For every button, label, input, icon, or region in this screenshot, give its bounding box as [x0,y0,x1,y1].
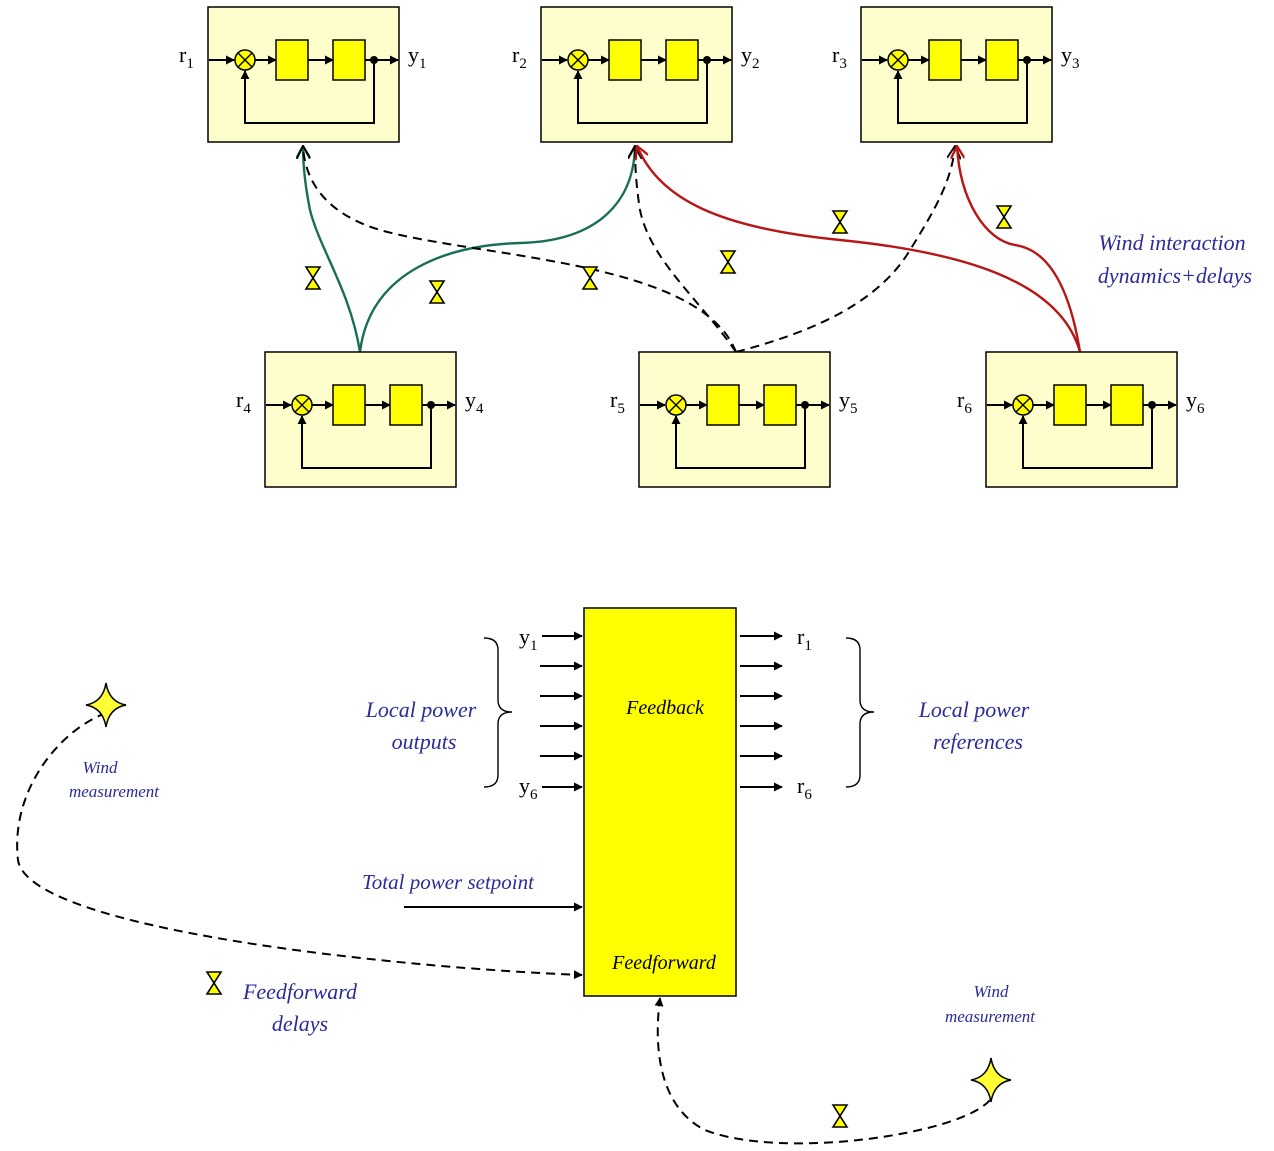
link-t4-to-t1 [303,146,362,353]
summing-cross [668,397,684,413]
controller-block [608,39,642,81]
controller-block [275,39,309,81]
plant-block [763,384,797,426]
delay-icon-5 [832,210,848,234]
link-t6-to-t3 [957,146,1082,353]
feedback-path [671,405,806,469]
right-wind-measurement-note-line1: Wind [974,982,1009,1001]
turbine-output-label: y1 [408,42,427,72]
summing-cross [237,52,253,68]
link-t5-to-t2 [635,146,737,353]
summing-cross [1015,397,1031,413]
feedback-label: Feedback [625,697,705,719]
feedback-path [573,60,708,124]
turbine-output-label: y6 [1186,387,1205,417]
turbine-output-label: y3 [1061,42,1080,72]
delay-icon-6 [996,205,1012,229]
summing-cross [294,397,310,413]
controller-block [332,384,366,426]
references-brace [845,637,875,788]
plant-block [332,39,366,81]
plant-block [1110,384,1144,426]
turbine-loop-2: r2 y2 [512,6,760,143]
delay-icon-1 [305,266,321,290]
wind-interaction-note-line2: dynamics+delays [1098,263,1252,288]
turbine-input-label: r4 [236,387,251,417]
turbine-input-label: r1 [179,42,194,72]
delay-icon-2 [429,280,445,304]
controller-input-bottom: y6 [519,773,538,803]
right-wind-measurement-path [654,997,991,1145]
turbine-output-label: y5 [839,387,858,417]
local-refs-note-line2: references [933,729,1023,754]
link-t4-to-t2 [358,146,635,353]
controller-block [928,39,962,81]
turbine-input-label: r6 [957,387,972,417]
controller-output-bottom: r6 [797,773,812,803]
summing-cross [570,52,586,68]
feedback-path [297,405,432,469]
feedback-path [1018,405,1153,469]
turbine-box [638,351,831,488]
feedback-path [240,60,375,124]
outputs-brace [483,637,513,788]
controller-input-top: y1 [519,624,538,654]
turbine-output-label: y2 [741,42,760,72]
plant-block [985,39,1019,81]
feedforward-delays-note-line2: delays [272,1011,328,1036]
delay-icon-3 [582,266,598,290]
wind-interaction-note-line1: Wind interaction [1098,230,1245,255]
turbine-loop-4: r4 y4 [236,351,484,488]
controller-output-top: r1 [797,624,812,654]
local-refs-note-line1: Local power [918,697,1030,722]
local-outputs-note-line1: Local power [365,697,477,722]
link-t6-to-t2 [637,146,1082,353]
turbine-loop-1: r1 y1 [179,6,427,143]
central-controller-block [583,607,737,997]
controller-block [706,384,740,426]
plant-block [665,39,699,81]
link-t5-to-t1 [303,146,737,353]
turbine-input-label: r2 [512,42,527,72]
turbine-input-label: r3 [832,42,847,72]
right-wind-measurement-note-line2: measurement [945,1007,1036,1026]
turbine-loop-6: r6 y6 [957,351,1205,488]
controller-io-arrows [540,631,783,792]
feedforward-delay-icon [206,971,222,995]
turbine-loops: r1 y1 r2 y2 r3 y3 r4 y4 r5 y5 r6 y6 [179,6,1205,488]
total-setpoint-note: Total power setpoint [362,870,535,894]
right-wind-sensor-icon [970,1057,1012,1103]
right-feedforward-delay-icon [832,1104,848,1128]
feedforward-label: Feedforward [611,952,717,974]
turbine-loop-5: r5 y5 [610,351,858,488]
turbine-input-label: r5 [610,387,625,417]
feedback-path [893,60,1028,124]
left-wind-measurement-note-line1: Wind [83,758,118,777]
left-wind-measurement-note-line2: measurement [69,782,160,801]
link-t5-to-t3 [735,146,955,353]
turbine-loop-3: r3 y3 [832,6,1080,143]
wind-interaction-links [303,146,1082,353]
plant-block [389,384,423,426]
turbine-output-label: y4 [465,387,484,417]
summing-cross [890,52,906,68]
feedforward-delays-note-line1: Feedforward [242,979,358,1004]
left-wind-measurement-path [16,712,583,980]
local-outputs-note-line2: outputs [392,729,457,754]
controller-block [1053,384,1087,426]
delay-icon-4 [720,250,736,274]
